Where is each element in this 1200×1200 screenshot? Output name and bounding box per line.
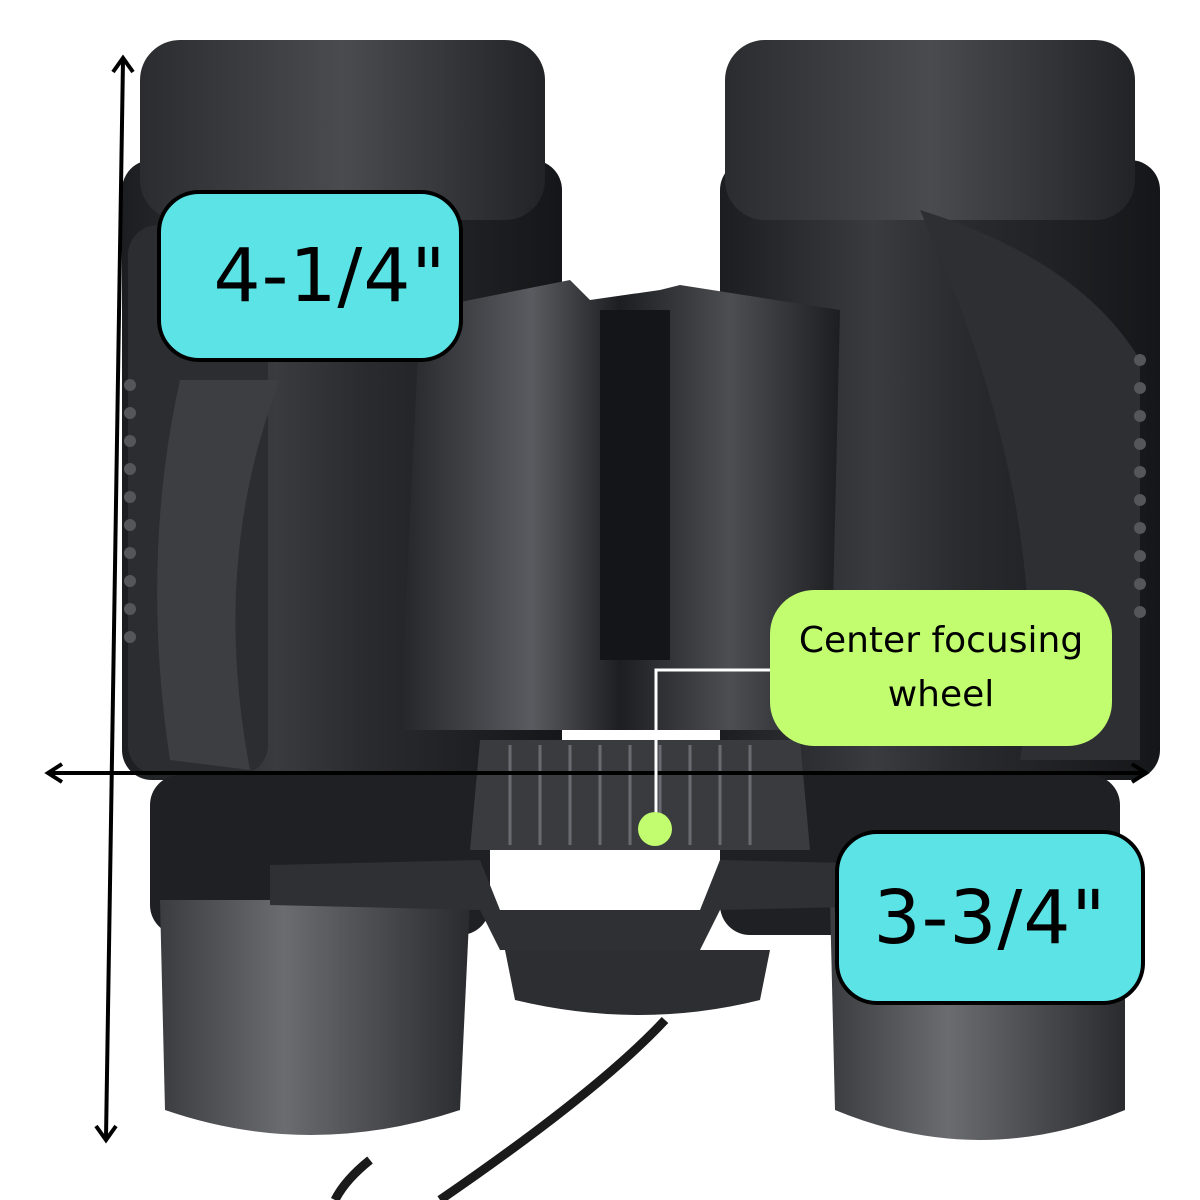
- width-arrow: [44, 762, 1150, 784]
- width-dimension-text: 3-3/4": [873, 874, 1107, 961]
- center-bridge: [270, 280, 930, 1015]
- callout-leader-line: [654, 668, 771, 828]
- height-dimension-label: 4-1/4": [157, 190, 463, 362]
- callout-line-1: Center focusing: [798, 620, 1084, 661]
- lanyard-strap: [330, 1016, 669, 1200]
- height-arrow: [94, 54, 135, 1144]
- focus-wheel-callout: Center focusing wheel: [770, 590, 1112, 746]
- callout-line-2: wheel: [887, 674, 995, 715]
- height-dimension-text: 4-1/4": [213, 233, 447, 319]
- width-dimension-label: 3-3/4": [835, 830, 1145, 1005]
- focus-wheel-marker-dot: [638, 812, 672, 846]
